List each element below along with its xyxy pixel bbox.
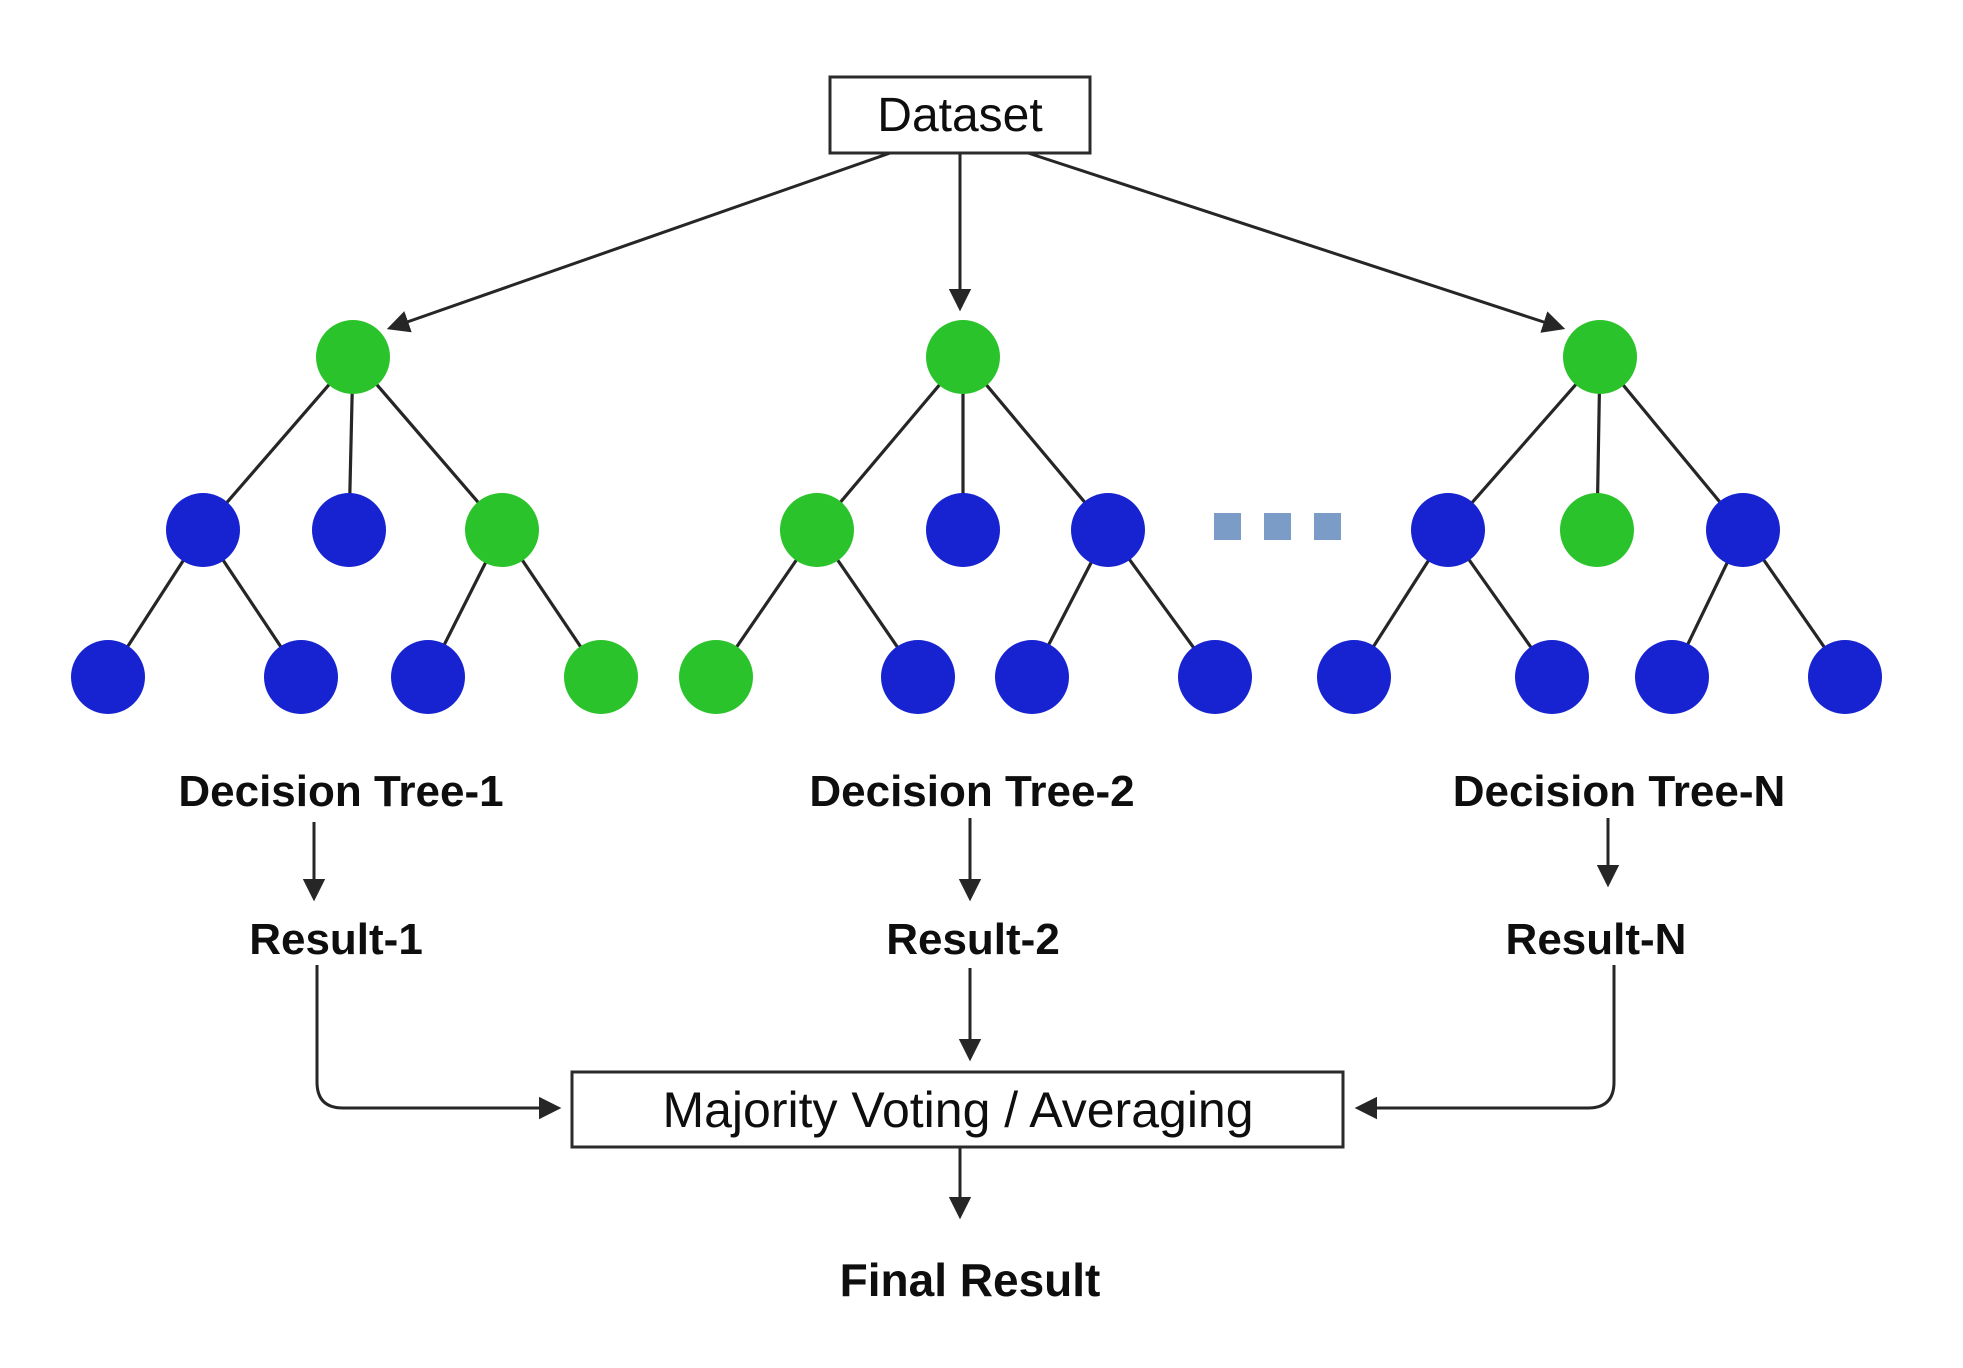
decision-tree-label: Decision Tree-1 [178, 767, 503, 816]
tree-edge [1598, 355, 1745, 532]
result-label: Result-1 [249, 915, 423, 964]
tree-node-blue [1808, 640, 1882, 714]
decision-tree-label: Decision Tree-2 [809, 767, 1134, 816]
tree-node-green [926, 320, 1000, 394]
tree-node-green [465, 493, 539, 567]
tree-edge [961, 355, 1110, 532]
tree-node-blue [881, 640, 955, 714]
dataset-to-tree1-arrow [386, 151, 891, 333]
tree-edge [1446, 355, 1602, 532]
aggregator-box [570, 1070, 1345, 1149]
tree-node-green [1560, 493, 1634, 567]
tree-node-green [780, 493, 854, 567]
tree-node-blue [926, 493, 1000, 567]
result1-to-aggregator-connector [315, 965, 562, 1120]
tree-node-blue [312, 493, 386, 567]
dataset-to-treeN-arrow [1027, 151, 1566, 333]
result-label: Result-2 [886, 915, 1060, 964]
result-label: Result-N [1506, 915, 1687, 964]
decision-tree-label: Decision Tree-N [1453, 767, 1786, 816]
tree-node-green [679, 640, 753, 714]
tree-node-blue [166, 493, 240, 567]
ellipsis-square-icon [1214, 513, 1241, 540]
tree-node-green [316, 320, 390, 394]
tree-node-blue [1706, 493, 1780, 567]
tree-node-blue [1317, 640, 1391, 714]
tree-edge [815, 355, 965, 532]
tree-node-blue [1515, 640, 1589, 714]
ellipsis-dots [1214, 513, 1341, 540]
tree-node-blue [391, 640, 465, 714]
tree-node-green [564, 640, 638, 714]
tree-node-blue [995, 640, 1069, 714]
tree-node-blue [1635, 640, 1709, 714]
tree-node-blue [1411, 493, 1485, 567]
tree-node-blue [1178, 640, 1252, 714]
aggregator-label: Majority Voting / Averaging [662, 1082, 1253, 1138]
result-connectors [315, 965, 1616, 1220]
dataset-box [828, 75, 1092, 155]
tree-edge [351, 355, 504, 532]
ellipsis-square-icon [1264, 513, 1291, 540]
resultN-to-aggregator-connector [1354, 965, 1616, 1120]
tree-node-blue [71, 640, 145, 714]
final-result-label: Final Result [840, 1254, 1101, 1306]
tree-node-green [1563, 320, 1637, 394]
dataset-label: Dataset [877, 89, 1042, 142]
tree-edge [201, 355, 355, 532]
tree-nodes [71, 320, 1882, 714]
tree-node-blue [1071, 493, 1145, 567]
ellipsis-square-icon [1314, 513, 1341, 540]
tree-node-blue [264, 640, 338, 714]
dataset-arrows [386, 151, 1566, 333]
